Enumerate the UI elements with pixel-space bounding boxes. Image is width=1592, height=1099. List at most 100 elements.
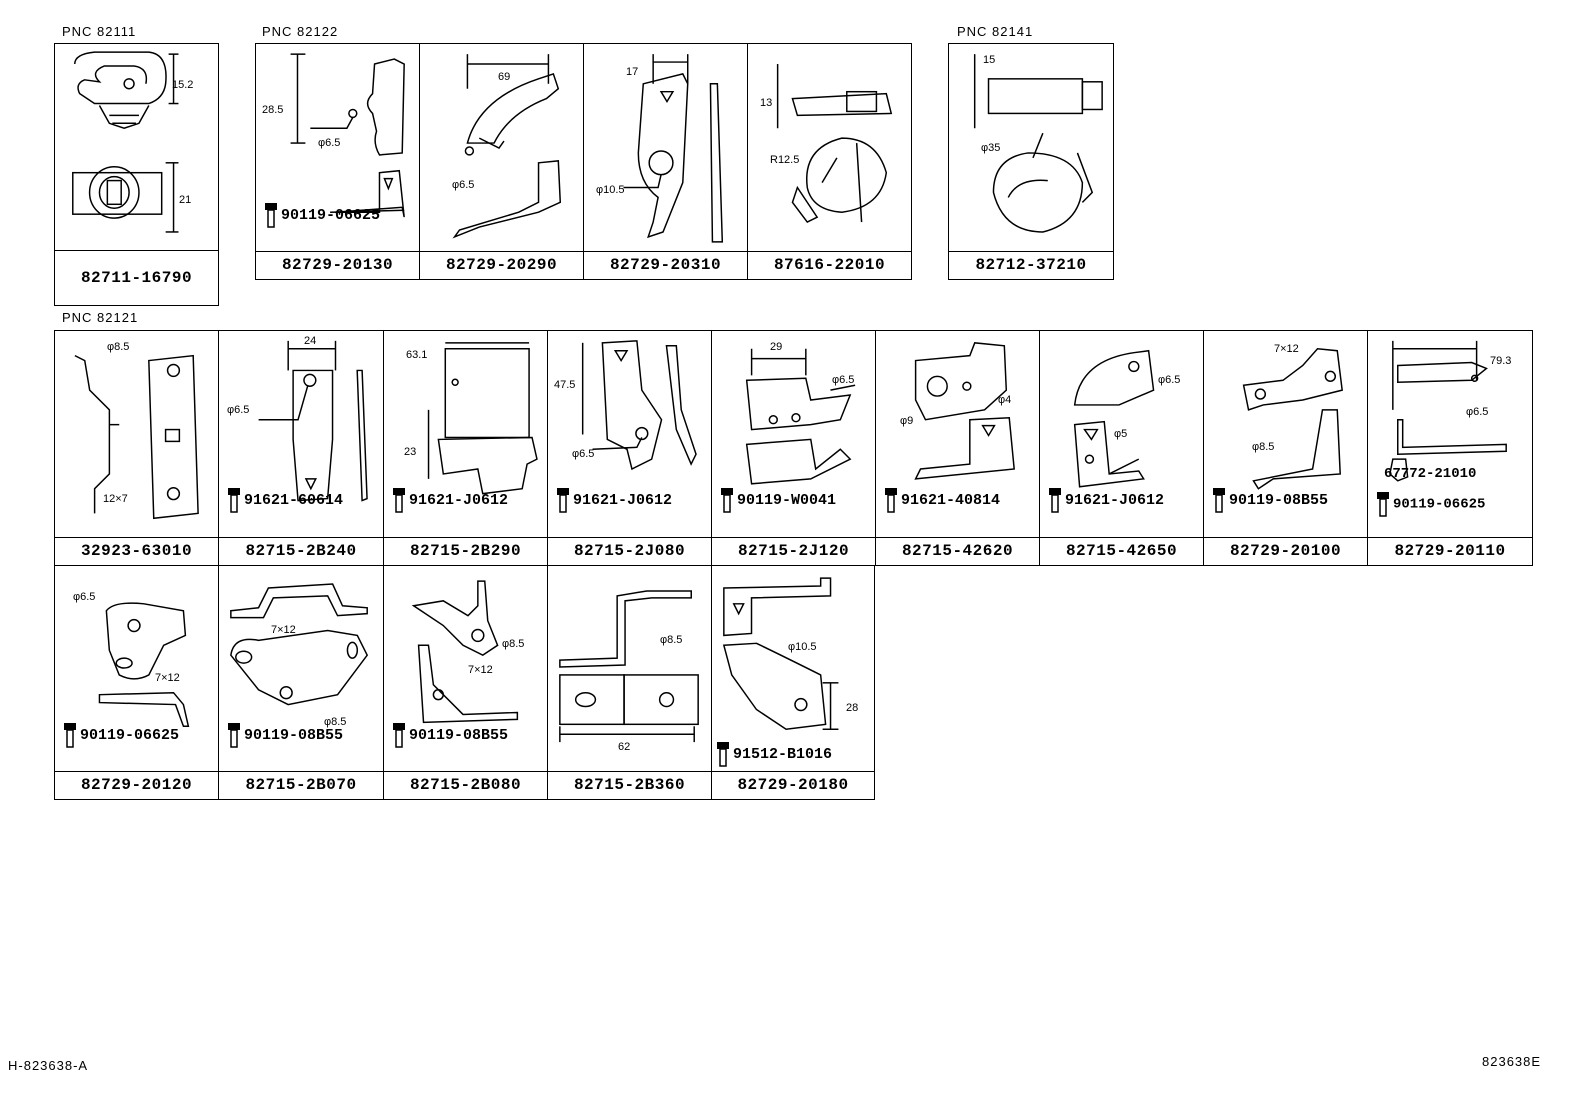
bracket-illustration [584,44,747,252]
part-number[interactable]: 82711-16790 [55,250,218,305]
dimension-label: 28 [846,702,859,714]
bolt-part[interactable]: 90119-06625 [63,722,179,748]
bolt-number: 90119-06625 [1393,496,1486,513]
bolt-part[interactable]: 91621-60614 [227,487,343,513]
dimension-label: φ5 [1114,428,1128,440]
bolt-icon [885,488,897,513]
part-number[interactable]: 82729-20310 [584,251,747,279]
bolt-part[interactable]: 90119-W0041 [720,487,836,513]
bolt-part[interactable]: 90119-08B55 [392,722,508,748]
bolt-icon [393,488,405,513]
part-cell-82715-2B240[interactable]: 24 φ6.5 91621-60614 82715-2B240 [218,330,384,566]
part-number[interactable]: 82715-2B360 [548,771,711,799]
dimension-label: φ6.5 [832,374,855,386]
bolt-number: 90119-08B55 [244,726,344,744]
bracket-illustration [548,331,711,538]
bolt-part[interactable]: 91512-B1016 [716,741,832,767]
part-cell-82712-37210[interactable]: 15 φ35 82712-37210 [948,43,1114,280]
part-number[interactable]: 82715-2B080 [384,771,547,799]
part-number[interactable]: 82729-20130 [256,251,419,279]
bolt-part[interactable]: 91621-J0612 [556,487,672,513]
part-number[interactable]: 82729-20120 [55,771,218,799]
dimension-label: 63.1 [406,349,428,361]
part-number[interactable]: 82715-2B240 [219,537,383,565]
part-number[interactable]: 82729-20180 [712,771,874,799]
bracket-illustration [712,566,874,772]
part-cell-82729-20180[interactable]: φ10.5 28 91512-B1016 82729-20180 [711,565,875,800]
dimension-label: φ10.5 [596,184,625,196]
bolt-number: 90119-06625 [281,206,381,224]
part-number[interactable]: 82715-2J120 [712,537,875,565]
dimension-label: φ6.5 [1466,406,1489,418]
bolt-icon [1049,488,1061,513]
dimension-label: 24 [304,335,317,347]
bolt-part[interactable]: 90119-06625 [264,202,380,228]
part-cell-82729-20290[interactable]: 69 φ6.5 82729-20290 [419,43,584,280]
clamp-illustration [748,44,911,252]
part-number[interactable]: 82715-42650 [1040,537,1203,565]
dimension-label: 7×12 [271,624,296,636]
bolt-part[interactable]: 90119-08B55 [1212,487,1328,513]
part-cell-82715-2B080[interactable]: φ8.5 7×12 90119-08B55 82715-2B080 [383,565,548,800]
part-number[interactable]: 82715-2B290 [384,537,547,565]
dimension-label: 15.2 [172,79,194,91]
bolt-number: 91621-60614 [244,491,344,509]
dimension-label: 47.5 [554,379,576,391]
part-cell-82729-20110[interactable]: 79.3 φ6.5 67772-21010 90119-06625 82729-… [1367,330,1533,566]
bracket-illustration [384,566,547,772]
bolt-part[interactable]: 91621-J0612 [392,487,508,513]
dimension-label: 62 [618,741,631,753]
bracket-illustration [1040,331,1203,538]
bolt-number: 90119-06625 [80,726,180,744]
part-cell-82715-42620[interactable]: φ9 φ4 91621-40814 82715-42620 [875,330,1040,566]
part-cell-82715-2J120[interactable]: 29 φ6.5 90119-W0041 82715-2J120 [711,330,876,566]
part-number[interactable]: 82715-2J080 [548,537,711,565]
dimension-label: 12×7 [103,493,128,505]
part-cell-82715-2B070[interactable]: 7×12 φ8.5 90119-08B55 82715-2B070 [218,565,384,800]
part-number[interactable]: 82729-20110 [1368,537,1532,565]
bolt-icon [721,488,733,513]
clip-part[interactable]: 67772-21010 [1384,466,1476,482]
part-number[interactable]: 87616-22010 [748,251,911,279]
bolt-part[interactable]: 90119-08B55 [227,722,343,748]
dimension-label: φ35 [981,142,1001,154]
bolt-icon [1213,488,1225,513]
part-cell-32923-63010[interactable]: φ8.5 12×7 32923-63010 [54,330,219,566]
part-cell-82729-20100[interactable]: 7×12 φ8.5 90119-08B55 82729-20100 [1203,330,1368,566]
part-cell-82729-20130[interactable]: 28.5 φ6.5 90119-06625 82729-20130 [255,43,420,280]
part-number[interactable]: 82715-2B070 [219,771,383,799]
part-number[interactable]: 82729-20100 [1204,537,1367,565]
bracket-illustration [256,44,419,252]
part-cell-82715-2B290[interactable]: 63.1 23 91621-J0612 82715-2B290 [383,330,548,566]
part-number[interactable]: 32923-63010 [55,537,218,565]
part-cell-82715-42650[interactable]: φ6.5 φ5 91621-J0612 82715-42650 [1039,330,1204,566]
dimension-label: φ6.5 [1158,374,1181,386]
bolt-part[interactable]: 90119-06625 [1376,491,1485,517]
part-cell-82729-20310[interactable]: 17 φ10.5 82729-20310 [583,43,748,280]
part-cell-87616-22010[interactable]: 13 R12.5 87616-22010 [747,43,912,280]
bolt-icon [265,203,277,228]
bolt-number: 91621-J0612 [573,491,673,509]
bracket-illustration [55,331,218,538]
part-cell-82715-2J080[interactable]: 47.5 φ6.5 91621-J0612 82715-2J080 [547,330,712,566]
part-cell-82729-20120[interactable]: φ6.5 7×12 90119-06625 82729-20120 [54,565,219,800]
dimension-label: φ8.5 [660,634,683,646]
dimension-label: φ6.5 [227,404,250,416]
bolt-number: 91621-J0612 [1065,491,1165,509]
bracket-illustration [712,331,875,538]
pnc-label-82111: PNC 82111 [62,24,137,39]
dimension-label: φ6.5 [318,137,341,149]
part-number[interactable]: 82712-37210 [949,251,1113,279]
bolt-icon [393,723,405,748]
part-cell-82715-2B360[interactable]: φ8.5 62 82715-2B360 [547,565,712,800]
part-cell-82711-16790[interactable]: 15.2 21 82711-16790 [54,43,219,306]
dimension-label: 79.3 [1490,355,1512,367]
dimension-label: φ6.5 [73,591,96,603]
pnc-label-82141: PNC 82141 [957,24,1034,39]
bolt-part[interactable]: 91621-40814 [884,487,1000,513]
bracket-illustration [548,566,711,772]
part-number[interactable]: 82715-42620 [876,537,1039,565]
bolt-part[interactable]: 91621-J0612 [1048,487,1164,513]
bracket-illustration [219,566,383,772]
part-number[interactable]: 82729-20290 [420,251,583,279]
